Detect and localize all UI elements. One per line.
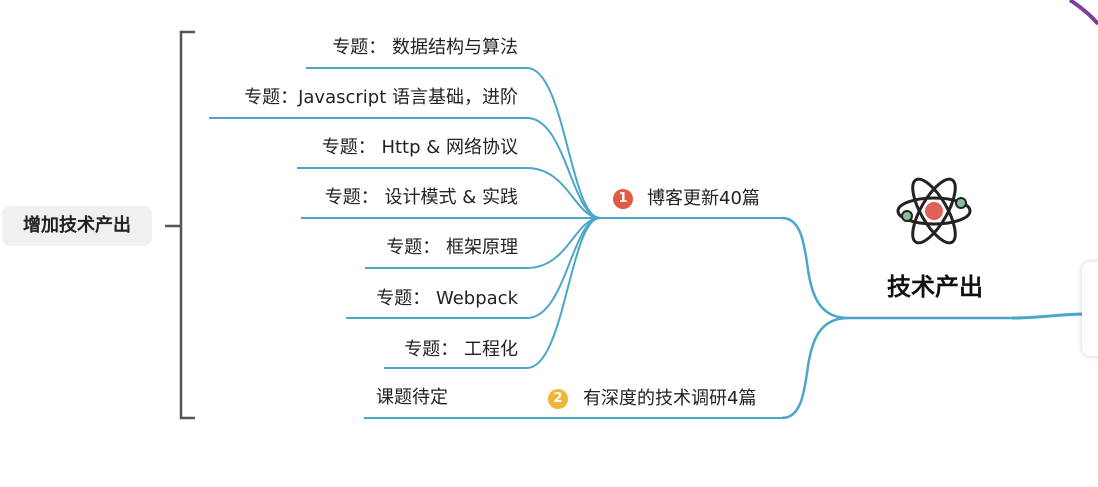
connector-central-right — [1011, 312, 1087, 320]
adjacent-node-partial[interactable] — [1082, 262, 1098, 356]
branch-node-blog-updates[interactable]: 博客更新40篇 — [647, 188, 760, 209]
topic-node-webpack[interactable]: 专题： Webpack — [376, 288, 518, 309]
topic-node-javascript[interactable]: 专题：Javascript 语言基础，进阶 — [244, 87, 518, 108]
topic-node-framework[interactable]: 专题： 框架原理 — [386, 237, 518, 258]
topic-node-http[interactable]: 专题： Http & 网络协议 — [321, 137, 518, 158]
connector-child-2 — [209, 117, 601, 219]
topic-node-data-structures[interactable]: 专题： 数据结构与算法 — [332, 37, 518, 58]
connector-child-7 — [384, 217, 601, 369]
topic-node-design-patterns[interactable]: 专题： 设计模式 & 实践 — [324, 187, 518, 208]
adjacent-branch-arc — [1068, 0, 1098, 26]
atom-icon — [896, 177, 972, 245]
branch-1-number-badge: 1 — [613, 189, 633, 209]
connector-central-branch-1 — [781, 216, 849, 320]
topic-node-engineering[interactable]: 专题： 工程化 — [404, 339, 518, 360]
branch-2-number-badge: 2 — [548, 389, 568, 409]
branch-node-tech-research[interactable]: 有深度的技术调研4篇 — [583, 388, 757, 409]
topic-node-tbd[interactable]: 课题待定 — [376, 387, 448, 408]
central-topic[interactable]: 技术产出 — [887, 273, 983, 301]
summary-bracket — [179, 30, 195, 420]
summary-label: 增加技术产出 — [23, 215, 131, 236]
connector-central-branch-2 — [781, 316, 849, 420]
connector-child-1 — [306, 67, 601, 219]
summary-node[interactable] — [2, 206, 152, 246]
connector-child-3 — [297, 167, 601, 219]
